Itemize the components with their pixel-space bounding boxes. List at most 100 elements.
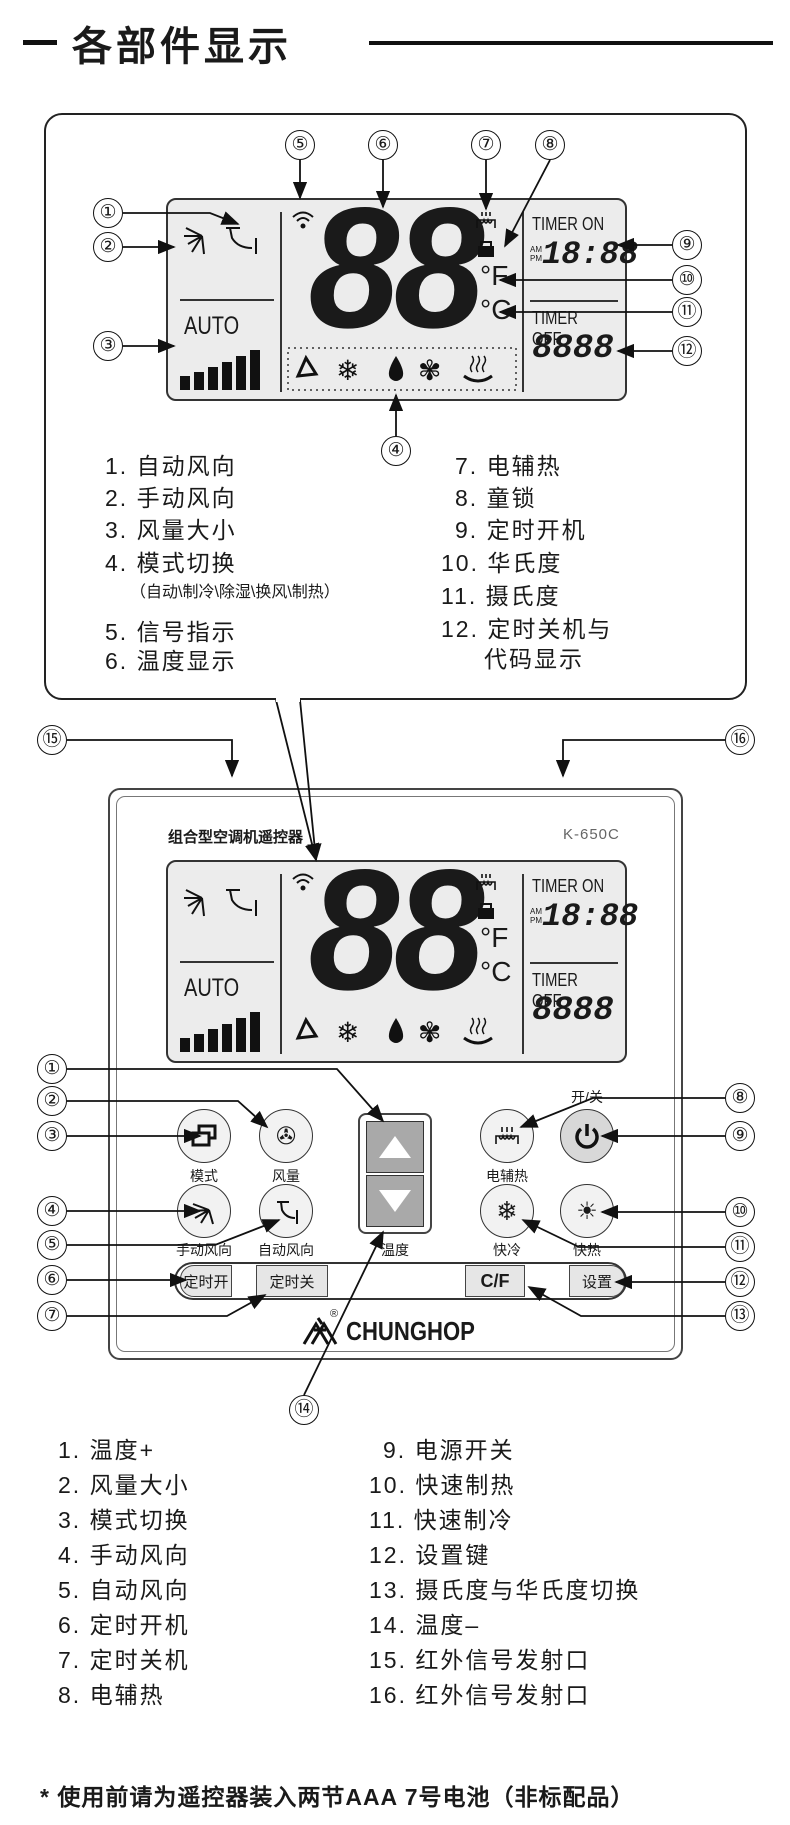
fan-speed-label: 风量 [272, 1168, 300, 1184]
legend-item: 6. 温度显示 [105, 648, 237, 674]
legend-item: 4. 模式切换 [105, 550, 237, 576]
display-callout-box [44, 113, 747, 700]
remote-name: 组合型空调机遥控器 [168, 829, 304, 846]
celsius-indicator: °C [480, 956, 512, 987]
legend-item: 8. 电辅热 [58, 1682, 165, 1708]
fahrenheit-indicator: °F [480, 922, 509, 953]
callout-7: ⑦ [37, 1301, 67, 1331]
temp-down-button[interactable] [366, 1175, 424, 1227]
callout-11: ⑪ [725, 1232, 755, 1262]
callout-13: ⑬ [725, 1301, 755, 1331]
legend-item: 3. 模式切换 [58, 1507, 190, 1533]
legend-item: 13. 摄氏度与华氏度切换 [369, 1577, 641, 1603]
legend-item: 1. 温度+ [58, 1437, 156, 1463]
signal-icon [292, 873, 314, 891]
mode-label: 模式 [190, 1168, 218, 1184]
callout-10: ⑩ [672, 265, 702, 295]
temperature-rocker [358, 1113, 432, 1234]
temp-up-button[interactable] [366, 1121, 424, 1173]
title-rule [369, 41, 773, 45]
mode-button[interactable] [177, 1109, 231, 1163]
svg-text:✾: ✾ [418, 355, 441, 386]
settings-button[interactable]: 设置 [569, 1265, 625, 1297]
timer-off-label: TIMER OFF [532, 308, 578, 349]
heater-icon [495, 1127, 519, 1144]
heater-label: 电辅热 [486, 1168, 528, 1184]
snowflake-icon: ❄ [496, 1195, 518, 1226]
electric-heater-icon [476, 212, 496, 228]
legend-item: 5. 自动风向 [58, 1577, 190, 1603]
mode-icon [191, 1124, 217, 1147]
legend-item: 10. 华氏度 [441, 550, 563, 576]
pm-label: PM [530, 254, 542, 263]
celsius-fahrenheit-button[interactable]: C/F [465, 1265, 525, 1297]
manual-swing-button[interactable] [177, 1184, 231, 1238]
timer-off-value: 8888 [532, 992, 614, 1030]
child-lock-icon [478, 241, 494, 257]
model-number: K-650C [563, 826, 620, 843]
temperature-display: 88 [308, 834, 484, 1026]
legend-item: 16. 红外信号发射口 [369, 1682, 591, 1708]
legend-subitem: （自动\制冷\除湿\换风\制热） [130, 584, 340, 601]
svg-text:❄: ❄ [336, 1017, 359, 1048]
callout-12: ⑫ [672, 336, 702, 366]
callout-15: ⑮ [37, 725, 67, 755]
legend-item: 11. 快速制冷 [369, 1507, 514, 1533]
electric-heater-button[interactable] [480, 1109, 534, 1163]
fan-speed-bars-icon [180, 1012, 260, 1052]
legend-item: 2. 风量大小 [58, 1472, 190, 1498]
manual-swing-label: 手动风向 [176, 1242, 232, 1258]
legend-item: 7. 定时关机 [58, 1647, 190, 1673]
callout-12: ⑫ [725, 1267, 755, 1297]
legend-item: 5. 信号指示 [105, 619, 237, 645]
callout-10: ⑩ [725, 1197, 755, 1227]
brand-name: CHUNGHOP [346, 1316, 475, 1346]
callout-2: ② [37, 1086, 67, 1116]
signal-icon [292, 211, 314, 229]
callout-6: ⑥ [37, 1265, 67, 1295]
legend-item: 9. 定时开机 [455, 517, 587, 543]
manual-swing-icon [191, 1203, 214, 1225]
triangle-down-icon [379, 1190, 411, 1212]
legend-item: 代码显示 [484, 646, 584, 672]
child-lock-icon [478, 903, 494, 919]
quick-cool-label: 快冷 [493, 1242, 521, 1258]
callout-1: ① [37, 1054, 67, 1084]
page-title: 各部件显示 [72, 25, 292, 69]
registered-mark: ® [330, 1308, 339, 1320]
callout-14: ⑭ [289, 1395, 319, 1425]
brand-logo-icon [302, 1317, 338, 1345]
power-button[interactable] [560, 1109, 614, 1163]
legend-item: 11. 摄氏度 [441, 583, 561, 609]
triangle-up-icon [379, 1136, 411, 1158]
quick-cool-button[interactable]: ❄ [480, 1184, 534, 1238]
callout-7: ⑦ [471, 130, 501, 160]
timer-off-label: TIMER OFF [532, 970, 578, 1011]
legend-item: 9. 电源开关 [383, 1437, 515, 1463]
callout-6: ⑥ [368, 130, 398, 160]
legend-item: 1. 自动风向 [105, 453, 237, 479]
celsius-indicator: °C [480, 294, 512, 325]
callout-8: ⑧ [535, 130, 565, 160]
timer-on-button[interactable]: 定时开 [180, 1265, 232, 1297]
legend-item: 12. 定时关机与 [441, 616, 613, 642]
quick-heat-button[interactable]: ☀ [560, 1184, 614, 1238]
timer-off-button[interactable]: 定时关 [256, 1265, 328, 1297]
timer-off-value: 8888 [532, 330, 614, 368]
legend-item: 3. 风量大小 [105, 517, 237, 543]
callout-1: ① [93, 198, 123, 228]
am-label: AM [530, 245, 542, 254]
function-button-bar [174, 1262, 627, 1300]
electric-heater-icon [476, 874, 496, 890]
temperature-display: 88 [308, 172, 484, 364]
temperature-label: 温度 [381, 1242, 409, 1258]
sun-icon: ☀ [576, 1197, 598, 1225]
auto-swing-button[interactable] [259, 1184, 313, 1238]
callout-2: ② [93, 232, 123, 262]
fan-speed-bars-icon [180, 350, 260, 390]
legend-item: 7. 电辅热 [455, 453, 562, 479]
auto-swing-label: 自动风向 [258, 1242, 314, 1258]
fan-speed-button[interactable]: ✇ [259, 1109, 313, 1163]
callout-8: ⑧ [725, 1083, 755, 1113]
fahrenheit-indicator: °F [480, 260, 509, 291]
